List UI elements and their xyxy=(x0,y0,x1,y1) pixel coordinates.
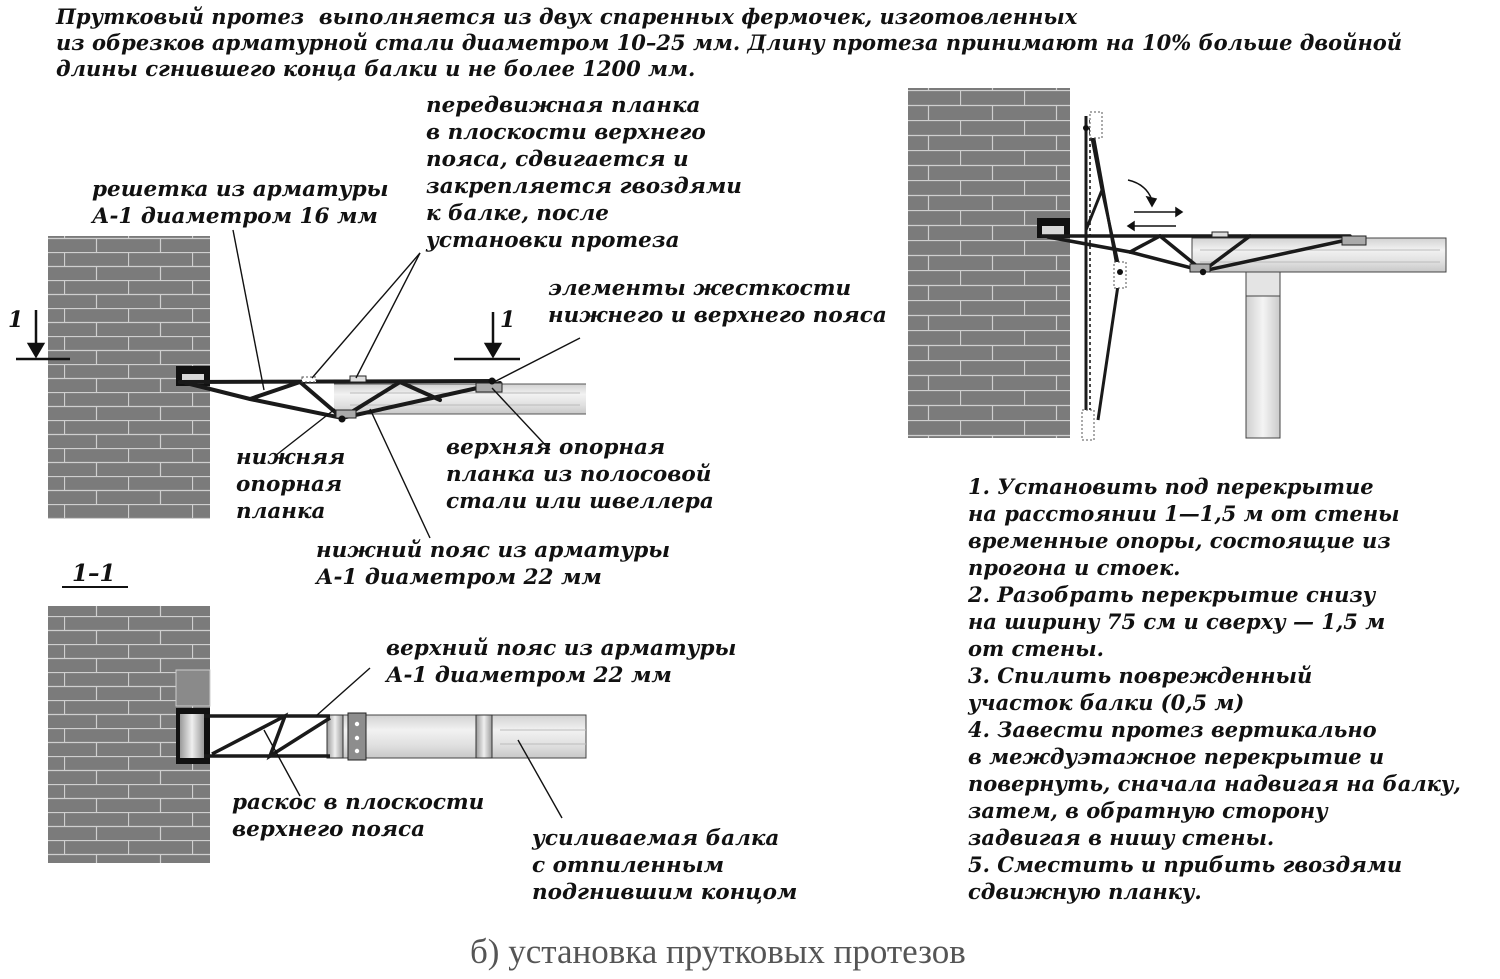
truss-plan xyxy=(204,712,331,761)
slide-arrows-icon xyxy=(1126,206,1184,232)
beam-installation xyxy=(1191,237,1447,273)
label-lower-plate: нижняя опорная планка xyxy=(236,445,346,524)
elevation-view xyxy=(16,229,586,539)
label-diagonal: раскос в плоскости верхнего пояса xyxy=(232,790,485,842)
section-mark-left: 1 xyxy=(8,307,24,333)
section-title: 1–1 xyxy=(72,560,116,587)
upper-support-plate-elevation xyxy=(475,382,503,393)
truss-vertical-position xyxy=(1084,116,1122,432)
truss-elevation xyxy=(178,379,502,421)
label-stiffeners: элементы жесткости нижнего и верхнего по… xyxy=(548,276,887,328)
label-lattice: решетка из арматуры А-1 диаметром 16 мм xyxy=(92,177,389,229)
intro-line-3: длины сгнившего конца балки и не более 1… xyxy=(56,56,696,81)
lower-support-plate-elevation xyxy=(335,409,357,419)
label-beam: усиливаемая балка с отпиленным подгнивши… xyxy=(532,826,798,905)
intro-line-1: Прутковый протез выполняется из двух спа… xyxy=(56,4,1078,29)
temporary-post xyxy=(1245,271,1281,439)
truss-installed xyxy=(1040,234,1358,273)
installation-steps: 1. Установить под перекрытие на расстоян… xyxy=(968,474,1461,904)
section-mark-right: 1 xyxy=(500,307,516,333)
label-top-chord: верхний пояс из арматуры А-1 диаметром 2… xyxy=(386,636,737,688)
intro-line-2: из обрезков арматурной стали диаметром 1… xyxy=(56,30,1403,55)
leader-lines-plan xyxy=(263,667,563,819)
rotation-arrow-icon xyxy=(1127,179,1158,208)
brick-wall-installation xyxy=(908,88,1070,438)
label-upper-plate: верхняя опорная планка из полосовой стал… xyxy=(446,435,714,514)
installation-view xyxy=(908,88,1447,441)
beam-plan xyxy=(326,714,587,759)
figure-caption: б) установка прутковых протезов xyxy=(470,932,966,971)
label-sliding-plate: передвижная планка в плоскости верхнего … xyxy=(426,93,742,253)
plan-view xyxy=(48,586,587,863)
sliding-plate-elevation xyxy=(349,375,367,383)
section-marks xyxy=(16,310,520,361)
label-bottom-chord: нижний пояс из арматуры А-1 диаметром 22… xyxy=(316,538,671,590)
leader-lines-elevation xyxy=(232,229,581,539)
